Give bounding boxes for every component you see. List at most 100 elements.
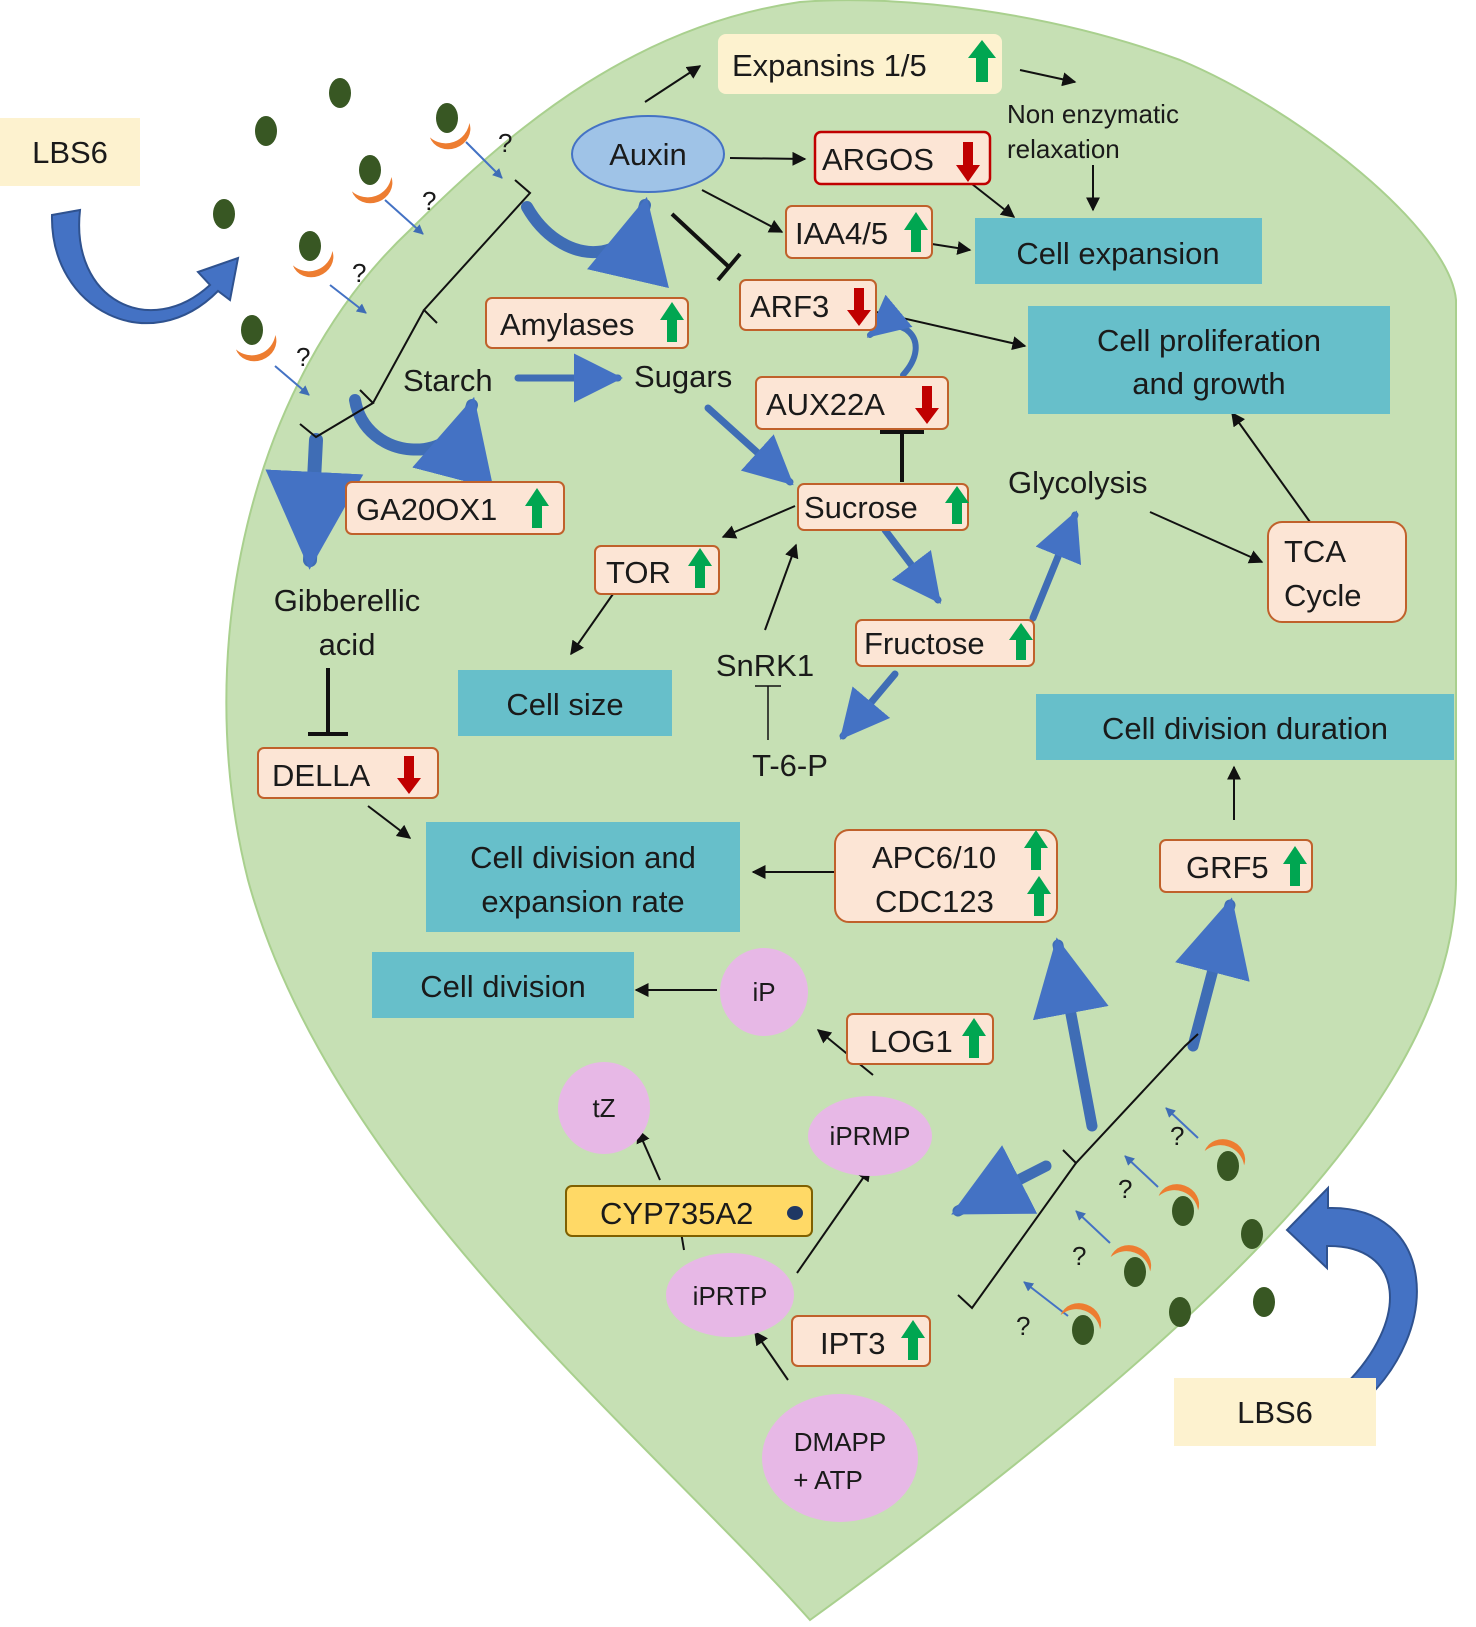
receptor-arrow-4	[274, 365, 310, 396]
iaa-label: IAA4/5	[795, 216, 888, 251]
apc-line2: CDC123	[875, 884, 994, 919]
arrow-sucrose-tor	[721, 505, 796, 539]
ga20ox1-label: GA20OX1	[356, 492, 497, 527]
receptor-arrow-5	[1165, 1107, 1199, 1139]
non-enzymatic-line1: Non enzymatic	[1007, 99, 1179, 129]
arrow-aux22a-arf3	[866, 294, 919, 378]
lbs6-right-label: LBS6	[1237, 1395, 1313, 1430]
dmapp-line2: + ATP	[793, 1465, 863, 1495]
cyp-box: CYP735A2	[565, 1185, 813, 1237]
receptor-arrow-3	[329, 284, 367, 314]
arrow-iprtp-iprmp	[796, 1166, 871, 1274]
arrow-sucrose-fructose	[881, 526, 942, 604]
down-arrow-icon	[847, 288, 871, 326]
tor-label: TOR	[606, 555, 671, 590]
arrow-bracket-cytokinin	[951, 1145, 1052, 1217]
ipt3-box: IPT3	[791, 1315, 931, 1367]
iprmp-label: iPRMP	[830, 1121, 911, 1151]
lbs6-left: LBS6	[0, 118, 140, 186]
metabolic-arrows	[265, 196, 1250, 1217]
inhibit-auxin-arf3	[670, 212, 731, 269]
up-arrow-icon	[904, 212, 928, 252]
grf5-box: GRF5	[1159, 839, 1313, 893]
arrow-tor-cellsize	[570, 593, 614, 656]
iprtp-label: iPRTP	[693, 1281, 768, 1311]
auxin-label: Auxin	[609, 137, 687, 172]
lbs6-right: LBS6	[1174, 1378, 1376, 1446]
outcome-cell-proliferation: Cell proliferation and growth	[1028, 306, 1390, 414]
auxin-node: Auxin	[571, 115, 725, 193]
arrow-iaa-expansion	[931, 241, 972, 255]
della-box: DELLA	[257, 747, 439, 799]
sucrose-box: Sucrose	[797, 483, 969, 531]
arf3-label: ARF3	[750, 289, 829, 324]
question-mark: ?	[1016, 1311, 1030, 1341]
amylases-box: Amylases	[485, 297, 689, 349]
question-mark: ?	[498, 128, 512, 158]
up-arrow-icon	[660, 302, 684, 342]
bracket-left-spine	[372, 309, 425, 404]
outcome-cell-expansion: Cell expansion	[975, 218, 1262, 284]
brackets	[299, 179, 1199, 1310]
sugars-label: Sugars	[634, 359, 732, 394]
fructose-box: Fructose	[855, 619, 1035, 667]
arrow-expansins-relaxation	[1019, 69, 1077, 87]
arrow-bracket-apc	[1032, 937, 1109, 1132]
question-mark: ?	[1118, 1174, 1132, 1204]
compound-iprtp: iPRTP	[666, 1253, 794, 1337]
argos-label: ARGOS	[822, 142, 934, 177]
receptors	[235, 123, 1246, 1330]
ga20ox1-box: GA20OX1	[345, 481, 565, 535]
up-arrow-icon	[1027, 876, 1051, 916]
cell-division-label: Cell division	[420, 969, 585, 1004]
arrow-bracket-grf5	[1175, 897, 1250, 1052]
t6p-label: T-6-P	[752, 748, 828, 783]
proliferation-line1: Cell proliferation	[1097, 323, 1321, 358]
division-duration-label: Cell division duration	[1102, 711, 1388, 746]
tz-label: tZ	[592, 1093, 615, 1123]
arrow-auxin-argos	[729, 151, 807, 166]
expansins-label: Expansins 1/5	[732, 48, 927, 83]
bracket-left-upper	[422, 179, 532, 324]
proliferation-line2: and growth	[1132, 366, 1285, 401]
tca-line1: TCA	[1284, 534, 1346, 569]
outcome-cell-division: Cell division	[372, 952, 634, 1018]
ip-label: iP	[752, 977, 775, 1007]
regulation-arrows	[367, 65, 1311, 1381]
up-arrow-icon	[688, 548, 712, 588]
arrow-sugars-sucrose	[704, 404, 794, 486]
outcome-division-duration: Cell division duration	[1036, 694, 1454, 760]
bacteria	[213, 78, 1275, 1345]
cell-expansion-label: Cell expansion	[1016, 236, 1219, 271]
receptor-arrow-8	[1023, 1281, 1069, 1317]
up-arrow-icon	[1283, 846, 1307, 886]
inhibition-lines	[308, 212, 924, 740]
compound-iprmp: iPRMP	[808, 1096, 932, 1176]
log1-label: LOG1	[870, 1024, 953, 1059]
receptor-arrows	[274, 141, 1199, 1317]
outcome-division-rate: Cell division and expansion rate	[426, 822, 740, 932]
starch-label: Starch	[403, 363, 493, 398]
receptor-arrow-7	[1075, 1210, 1111, 1244]
bracket-right-upper	[1062, 1033, 1199, 1165]
arrow-fructose-glycolysis	[1029, 510, 1082, 622]
expansins-box: Expansins 1/5	[718, 34, 1002, 94]
bracket-right-lower	[957, 1162, 1077, 1310]
question-mark: ?	[1170, 1121, 1184, 1151]
arrow-auxin-expansins	[644, 65, 702, 103]
fructose-label: Fructose	[864, 626, 985, 661]
outcome-cell-size: Cell size	[458, 670, 672, 736]
question-marks: ? ? ? ? ? ? ? ?	[296, 128, 1184, 1341]
arrow-snrk1-sucrose	[764, 543, 799, 631]
iaa-box: IAA4/5	[785, 205, 933, 259]
glycolysis-label: Glycolysis	[1008, 465, 1148, 500]
up-arrow-icon	[1024, 830, 1048, 870]
arrow-argos-expansion	[971, 183, 1016, 218]
sucrose-label: Sucrose	[804, 490, 918, 525]
ipt3-label: IPT3	[820, 1326, 885, 1361]
arrow-della-rate	[367, 805, 412, 839]
tor-box: TOR	[594, 545, 720, 595]
arrow-bracket-auxin	[521, 196, 669, 289]
